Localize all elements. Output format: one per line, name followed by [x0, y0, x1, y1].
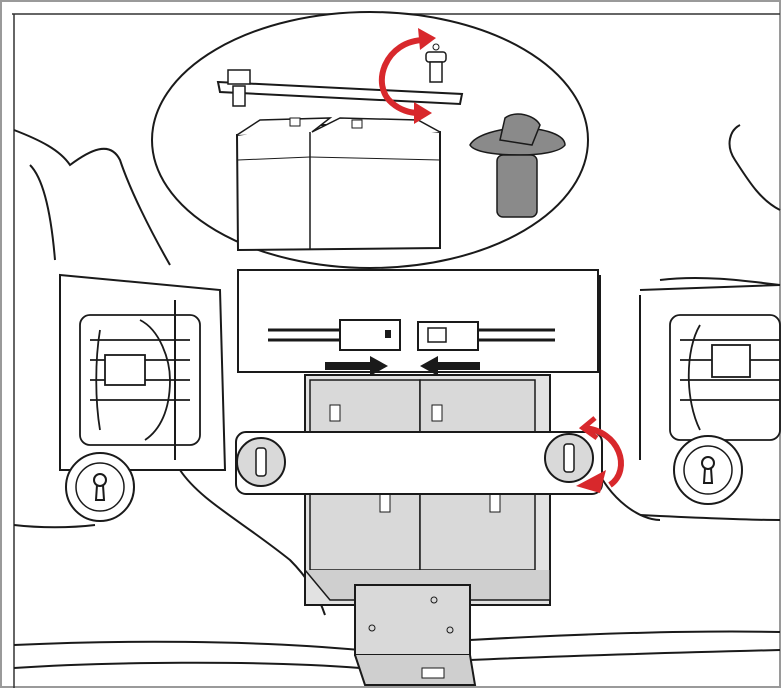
connector-plug-right [417, 321, 479, 351]
keyhole-right [673, 435, 743, 505]
mounting-bracket [354, 584, 477, 686]
inset-knob [469, 113, 566, 218]
keyhole-icon [701, 456, 715, 470]
rotate-clockwise-arrow-icon [379, 28, 436, 124]
inset-screw-right [425, 43, 447, 83]
inset-battery-pair [235, 117, 441, 252]
connector-panel [237, 269, 599, 376]
arrow-left-icon [420, 356, 480, 376]
left-motor-assembly [79, 314, 201, 446]
inset-screw-left [227, 69, 251, 107]
keyhole-icon [93, 473, 107, 487]
arrow-right-icon [325, 356, 388, 376]
retaining-strap [235, 431, 603, 495]
rotate-clockwise-arrow-icon [576, 416, 624, 493]
keyhole-left [65, 452, 135, 522]
detail-inset [151, 11, 589, 269]
device-housing [13, 124, 781, 669]
